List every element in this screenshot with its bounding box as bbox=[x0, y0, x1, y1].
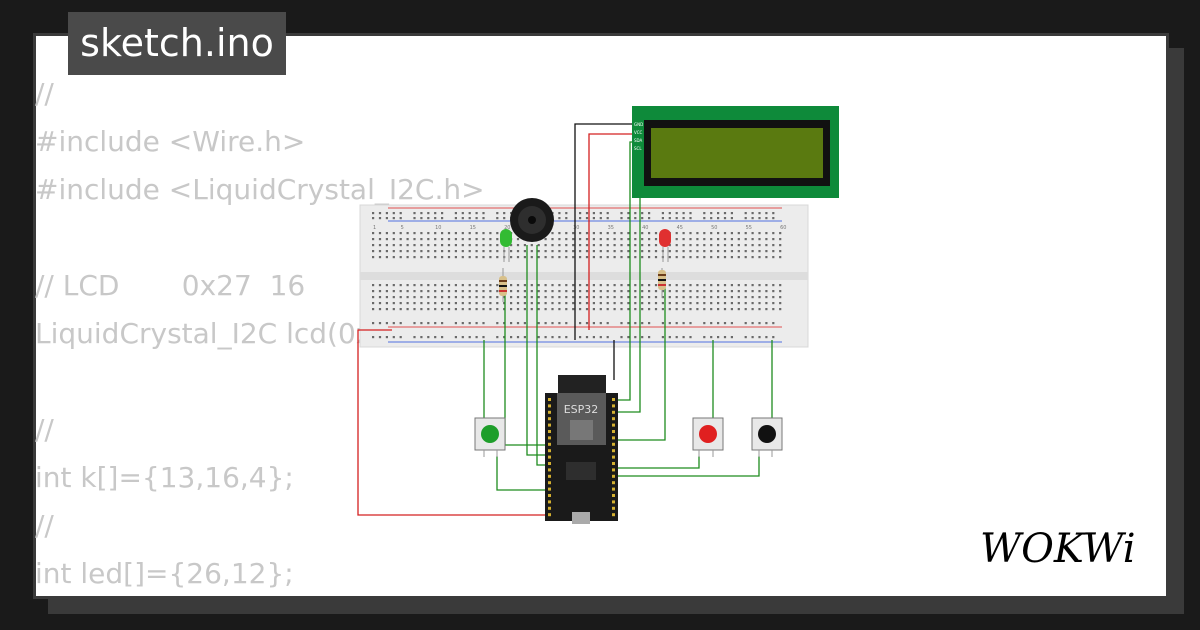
wire-power bbox=[357, 329, 548, 516]
esp32-label: ESP32 bbox=[564, 403, 599, 416]
code-line: #include <LiquidCrystal_I2C.h> bbox=[35, 173, 485, 206]
green-button[interactable] bbox=[474, 417, 506, 457]
wire-red-led bbox=[618, 282, 666, 441]
wire-vcc-lcd bbox=[588, 133, 637, 330]
breadboard-column-number: 15 bbox=[470, 225, 476, 231]
lcd-pin-label: SCL bbox=[634, 146, 642, 151]
wokwi-logo[interactable]: WOKWi bbox=[978, 522, 1150, 574]
wire-buzzer-2 bbox=[536, 245, 548, 466]
green-led[interactable] bbox=[500, 229, 512, 262]
breadboard-column-number: 60 bbox=[780, 225, 786, 231]
breadboard-column-number: 30 bbox=[573, 225, 579, 231]
breadboard-column-number: 10 bbox=[435, 225, 441, 231]
resistor-2 bbox=[658, 268, 666, 298]
breadboard: 151015202530354045505560 bbox=[359, 204, 809, 348]
code-line: // bbox=[35, 509, 54, 542]
code-line: // LCD 0x27 16 bbox=[35, 269, 306, 302]
buzzer[interactable] bbox=[510, 198, 554, 242]
breadboard-holes bbox=[372, 212, 782, 339]
breadboard-column-number: 50 bbox=[711, 225, 717, 231]
code-line: #include <Wire.h> bbox=[35, 125, 306, 158]
resistor-1 bbox=[499, 268, 507, 302]
breadboard-column-number: 1 bbox=[373, 225, 376, 231]
breadboard-column-number: 35 bbox=[608, 225, 614, 231]
red-button[interactable] bbox=[692, 417, 724, 457]
code-line: int led[]={26,12}; bbox=[35, 557, 294, 590]
breadboard-column-number: 55 bbox=[746, 225, 752, 231]
lcd-display[interactable]: GND VCC SDA SCL bbox=[632, 106, 839, 198]
breadboard-column-number: 45 bbox=[677, 225, 683, 231]
lcd-pin-label: VCC bbox=[634, 130, 643, 135]
wire-black-btn-b bbox=[618, 456, 760, 477]
esp32-board[interactable]: ESP32 bbox=[545, 375, 618, 524]
wokwi-logo-text: WOKWi bbox=[980, 526, 1136, 572]
file-name-tab[interactable]: sketch.ino bbox=[68, 12, 286, 75]
lcd-pin-label: SDA bbox=[634, 138, 643, 143]
code-line: // bbox=[35, 77, 54, 110]
code-line: int k[]={13,16,4}; bbox=[35, 461, 294, 494]
code-line: // bbox=[35, 413, 54, 446]
wire-buzzer-1 bbox=[526, 245, 548, 456]
wire-red-btn-b bbox=[618, 456, 700, 469]
breadboard-column-number: 40 bbox=[642, 225, 648, 231]
black-button[interactable] bbox=[751, 417, 783, 457]
red-led[interactable] bbox=[659, 229, 671, 262]
lcd-pin-label: GND bbox=[634, 122, 643, 127]
wire-gnd-lcd bbox=[574, 123, 637, 340]
breadboard-column-number: 20 bbox=[504, 225, 510, 231]
breadboard-column-number: 5 bbox=[401, 225, 404, 231]
wire-green-btn-b bbox=[496, 456, 548, 491]
